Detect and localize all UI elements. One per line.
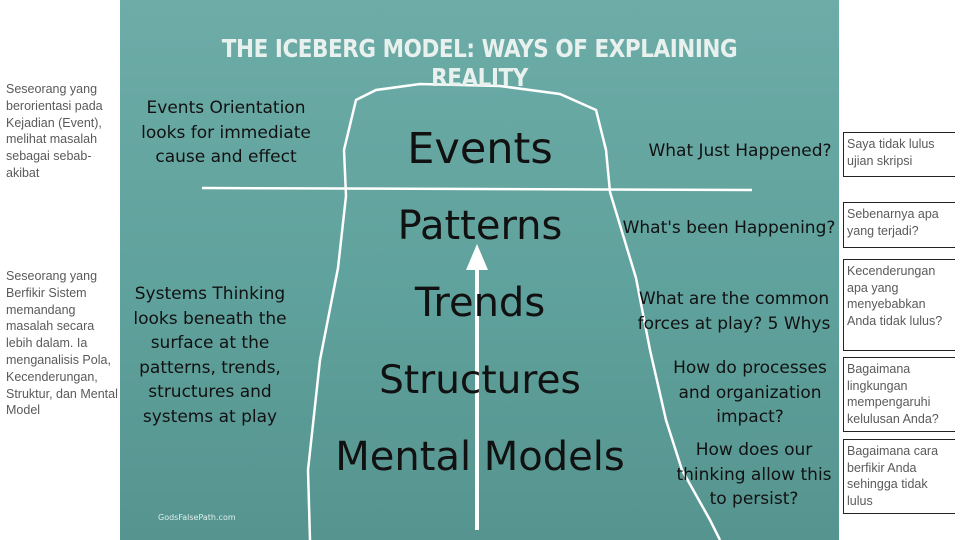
question-structures: How do processes and organization impact…: [660, 356, 839, 430]
systems-thinking-label: Systems Thinking looks beneath the surfa…: [126, 282, 294, 429]
waterline: [202, 188, 752, 190]
credit-text: GodsFalsePath.com: [158, 513, 236, 522]
question-trends: What are the common forces at play? 5 Wh…: [628, 287, 839, 336]
answer-box-mental-models: Bagaimana cara berfikir Anda sehingga ti…: [843, 439, 955, 514]
answer-box-structures: Bagaimana lingkungan mempengaruhi kelulu…: [843, 357, 955, 432]
level-trends: Trends: [370, 280, 590, 326]
systems-thinking-note: Seseorang yang Berfikir Sistem memandang…: [6, 268, 118, 419]
events-orientation-note: Seseorang yang berorientasi pada Kejadia…: [6, 81, 118, 182]
events-orientation-label: Events Orientation looks for immediate c…: [134, 96, 318, 170]
diagram-title: THE ICEBERG MODEL: WAYS OF EXPLAINING RE…: [170, 34, 788, 92]
level-mental-models: Mental Models: [310, 434, 650, 480]
question-patterns: What's been Happening?: [618, 216, 839, 241]
level-patterns: Patterns: [370, 203, 590, 249]
question-events: What Just Happened?: [640, 139, 839, 164]
answer-box-trends: Kecenderungan apa yang menyebabkan Anda …: [843, 259, 955, 351]
level-events: Events: [370, 124, 590, 174]
iceberg-diagram: THE ICEBERG MODEL: WAYS OF EXPLAINING RE…: [120, 0, 839, 540]
answer-box-events: Saya tidak lulus ujian skripsi: [843, 132, 955, 177]
level-structures: Structures: [350, 358, 610, 403]
answer-box-patterns: Sebenarnya apa yang terjadi?: [843, 202, 955, 248]
question-mental-models: How does our thinking allow this to pers…: [668, 438, 839, 512]
